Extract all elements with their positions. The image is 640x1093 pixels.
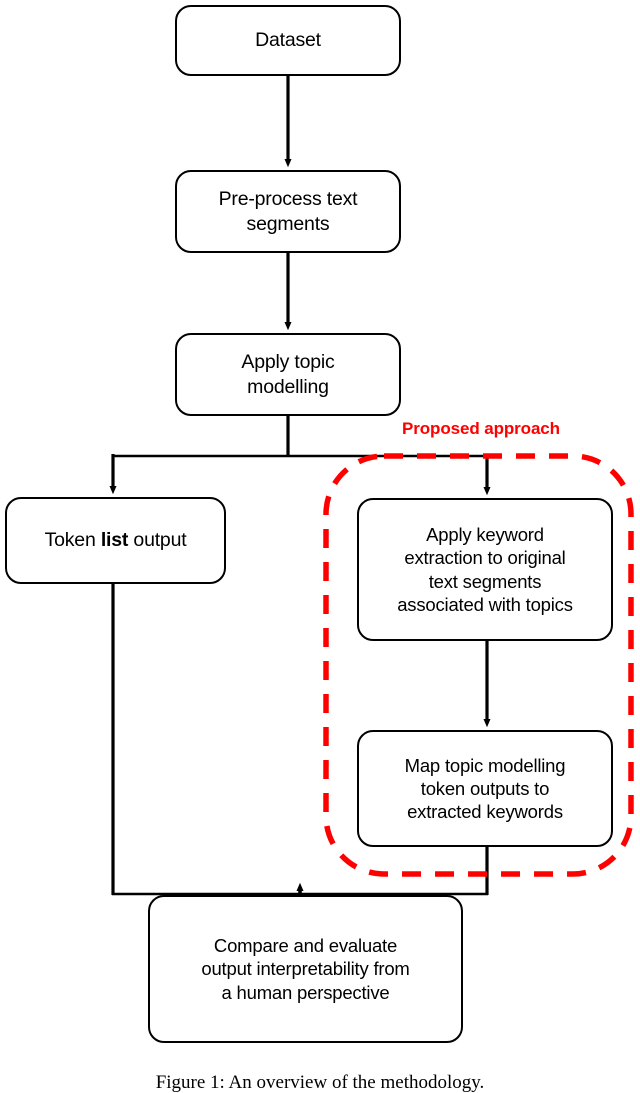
node-keyword-label: Apply keyword extraction to original tex… — [397, 523, 573, 615]
node-token-list-output: Token list output — [5, 497, 226, 584]
node-dataset: Dataset — [175, 5, 401, 76]
node-tokenlist-label-bold: list — [100, 529, 129, 552]
proposed-approach-boundary — [323, 453, 634, 877]
node-tokenlist-label-post: output — [128, 529, 187, 552]
figure-caption: Figure 1: An overview of the methodology… — [155, 1072, 485, 1093]
node-preprocess-text-segments: Pre-process text segments — [175, 170, 401, 253]
node-topicmodel-label: Apply topic modelling — [241, 350, 335, 398]
node-dataset-label: Dataset — [255, 29, 321, 52]
node-tokenlist-label: Token list output — [39, 528, 193, 553]
node-maptokens-label: Map topic modelling token outputs to ext… — [404, 754, 566, 823]
node-map-topic-modelling-tokens: Map topic modelling token outputs to ext… — [357, 730, 613, 847]
node-apply-keyword-extraction: Apply keyword extraction to original tex… — [357, 498, 613, 641]
node-apply-topic-modelling: Apply topic modelling — [175, 333, 401, 416]
proposed-approach-label: Proposed approach — [402, 419, 560, 438]
node-compare-label: Compare and evaluate output interpretabi… — [201, 935, 410, 1003]
node-compare-and-evaluate: Compare and evaluate output interpretabi… — [148, 895, 463, 1043]
node-preprocess-label: Pre-process text segments — [218, 187, 358, 235]
node-tokenlist-label-pre: Token — [44, 529, 101, 552]
